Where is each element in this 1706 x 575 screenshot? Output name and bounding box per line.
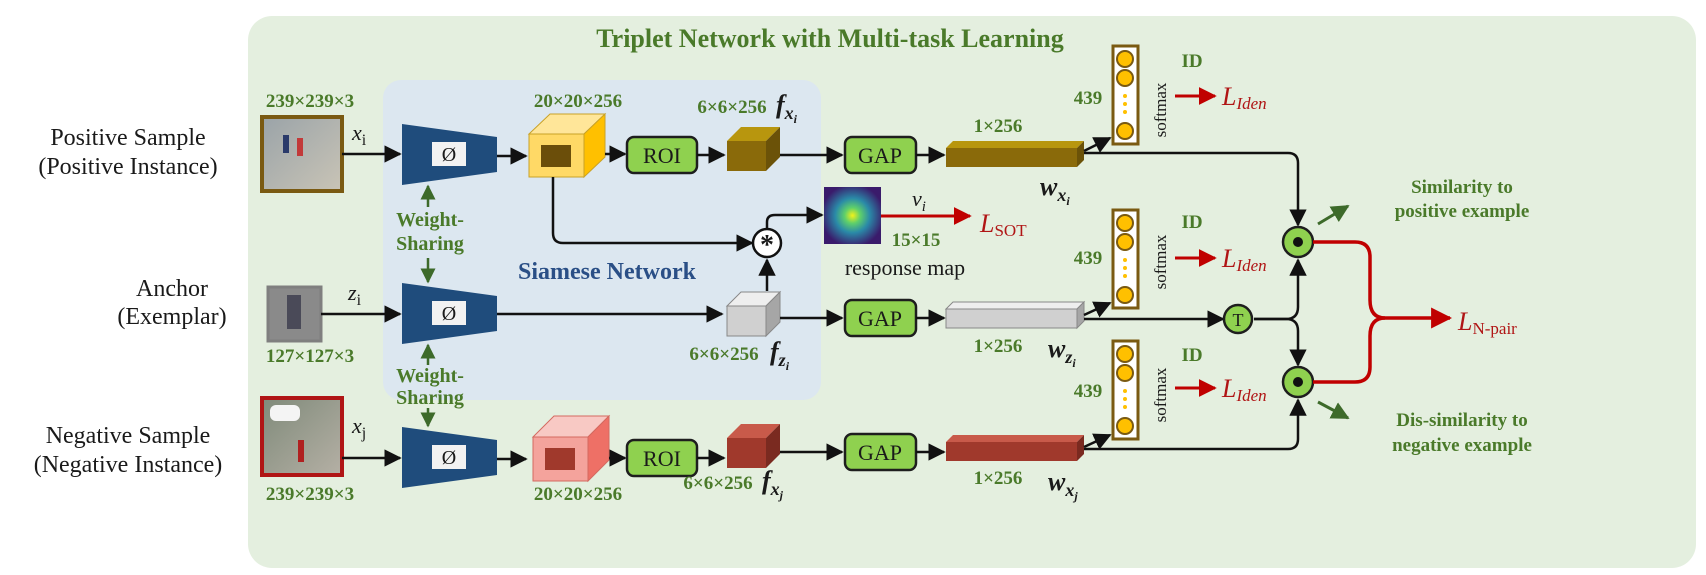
response-map-size: 15×15 — [892, 230, 941, 251]
encoder-negative: Ø — [402, 427, 497, 488]
similarity-negative-label-2: negative example — [1392, 435, 1532, 456]
anchor-input-size: 127×127×3 — [266, 346, 354, 367]
gap-label-anchor: GAP — [858, 306, 902, 331]
encoder-positive: Ø — [402, 124, 497, 185]
roi-feature-negative-size: 6×6×256 — [683, 473, 752, 494]
id-label-anchor: ID — [1181, 212, 1202, 233]
siamese-label: Siamese Network — [518, 259, 697, 285]
dissimilarity-pointer-arrow — [1317, 400, 1350, 420]
roi-feature-positive-size: 6×6×256 — [697, 97, 766, 118]
classifier-positive — [1111, 44, 1140, 146]
vector-negative-size: 1×256 — [974, 468, 1023, 489]
similarity-positive-label-2: positive example — [1395, 201, 1530, 222]
softmax-label-negative: softmax — [1151, 367, 1170, 422]
negative-image — [260, 396, 344, 477]
roi-feature-anchor — [725, 290, 782, 338]
feature-map-negative — [531, 414, 611, 483]
id-label-positive: ID — [1181, 51, 1202, 72]
gap-label-negative: GAP — [858, 440, 902, 465]
vector-pos-to-classifier-arrow — [1083, 136, 1112, 153]
dissimilarity-dot-operator — [1281, 365, 1315, 399]
id-label-negative: ID — [1181, 345, 1202, 366]
feature-map-positive — [527, 112, 607, 179]
negative-input-variable: xj — [351, 413, 366, 442]
classifier-anchor-classes: 439 — [1074, 248, 1103, 269]
sot-loss: LSOT — [979, 209, 1027, 240]
roi-feature-anchor-size: 6×6×256 — [689, 344, 758, 365]
iden-loss-negative: LIden — [1221, 374, 1267, 405]
w-label-anchor: wzi — [1048, 334, 1076, 370]
positive-image — [260, 115, 344, 193]
response-map-label: response map — [845, 255, 965, 280]
similarity-pointer-arrow — [1317, 204, 1350, 226]
weight-sharing-label-bottom-2: Sharing — [396, 387, 464, 409]
similarity-negative-label: Dis-similarity to — [1396, 410, 1527, 431]
encoder-anchor: Ø — [402, 283, 497, 344]
negative-sample-label: Negative Sample — [46, 423, 211, 449]
roi-feature-positive — [727, 127, 780, 171]
positive-sample-label: Positive Sample — [50, 125, 205, 151]
npair-bracket-top — [1313, 240, 1386, 320]
classifier-positive-classes: 439 — [1074, 88, 1103, 109]
weight-sharing-label-top: Weight- — [396, 209, 464, 231]
encoder-positive-symbol: Ø — [442, 144, 456, 166]
anchor-label: Anchor — [136, 276, 208, 302]
classifier-negative-classes: 439 — [1074, 381, 1103, 402]
similarity-dot-operator — [1281, 225, 1315, 259]
weight-sharing-label-bottom: Weight- — [396, 365, 464, 387]
f-label-negative: fxj — [762, 466, 784, 502]
gap-label-positive: GAP — [858, 143, 902, 168]
classifier-negative — [1111, 339, 1140, 441]
softmax-label-anchor: softmax — [1151, 234, 1170, 289]
positive-vector-to-similarity-path — [1084, 151, 1307, 227]
encoder-anchor-symbol: Ø — [442, 303, 456, 325]
feature-map-positive-size: 20×20×256 — [534, 91, 622, 112]
positive-input-variable: xi — [351, 120, 367, 149]
f-label-anchor: fzi — [770, 337, 790, 373]
anchor-image — [266, 285, 323, 343]
transpose-operator — [1222, 303, 1254, 335]
response-variable: vi — [912, 186, 926, 215]
softmax-label-positive: softmax — [1151, 82, 1170, 137]
f-label-positive: fxi — [776, 90, 798, 126]
negative-input-size: 239×239×3 — [266, 484, 354, 505]
vector-positive-size: 1×256 — [974, 116, 1023, 137]
iden-loss-positive: LIden — [1221, 82, 1267, 113]
correlation-to-response-arrow — [765, 206, 824, 229]
vector-neg-to-classifier-arrow — [1083, 433, 1112, 450]
response-map-image — [824, 187, 881, 244]
vector-anchor-size: 1×256 — [974, 336, 1023, 357]
transpose-to-dissimilarity-path — [1254, 317, 1307, 367]
svg-text:*: * — [760, 230, 774, 261]
roi-feature-negative — [727, 424, 780, 468]
roi-label-positive: ROI — [643, 143, 681, 168]
weight-sharing-label-top-2: Sharing — [396, 233, 464, 255]
vector-negative — [946, 435, 1084, 461]
roi-label-negative: ROI — [643, 446, 681, 471]
vector-positive — [946, 141, 1084, 167]
anchor-input-variable: zi — [347, 280, 362, 309]
anchor-sublabel: (Exemplar) — [117, 304, 226, 330]
vector-anchor — [944, 300, 1086, 330]
positive-sample-sublabel: (Positive Instance) — [38, 154, 217, 180]
transpose-symbol: T — [1233, 310, 1244, 330]
correlation-path-from-feature — [551, 177, 754, 252]
npair-bracket-bottom — [1313, 316, 1386, 384]
negative-sample-sublabel: (Negative Instance) — [34, 452, 223, 478]
negative-vector-to-dissimilarity-path — [1084, 398, 1307, 451]
similarity-positive-label: Similarity to — [1411, 177, 1513, 198]
npair-loss: LN-pair — [1457, 307, 1517, 338]
w-label-negative: wxj — [1048, 467, 1078, 503]
classifier-anchor — [1111, 208, 1140, 310]
feature-map-negative-size: 20×20×256 — [534, 484, 622, 505]
w-label-positive: wxi — [1040, 172, 1070, 208]
encoder-negative-symbol: Ø — [442, 447, 456, 469]
vector-anchor-to-classifier-arrow — [1083, 301, 1112, 318]
iden-loss-anchor: LIden — [1221, 244, 1267, 275]
positive-input-size: 239×239×3 — [266, 91, 354, 112]
diagram-title: Triplet Network with Multi-task Learning — [596, 24, 1064, 53]
